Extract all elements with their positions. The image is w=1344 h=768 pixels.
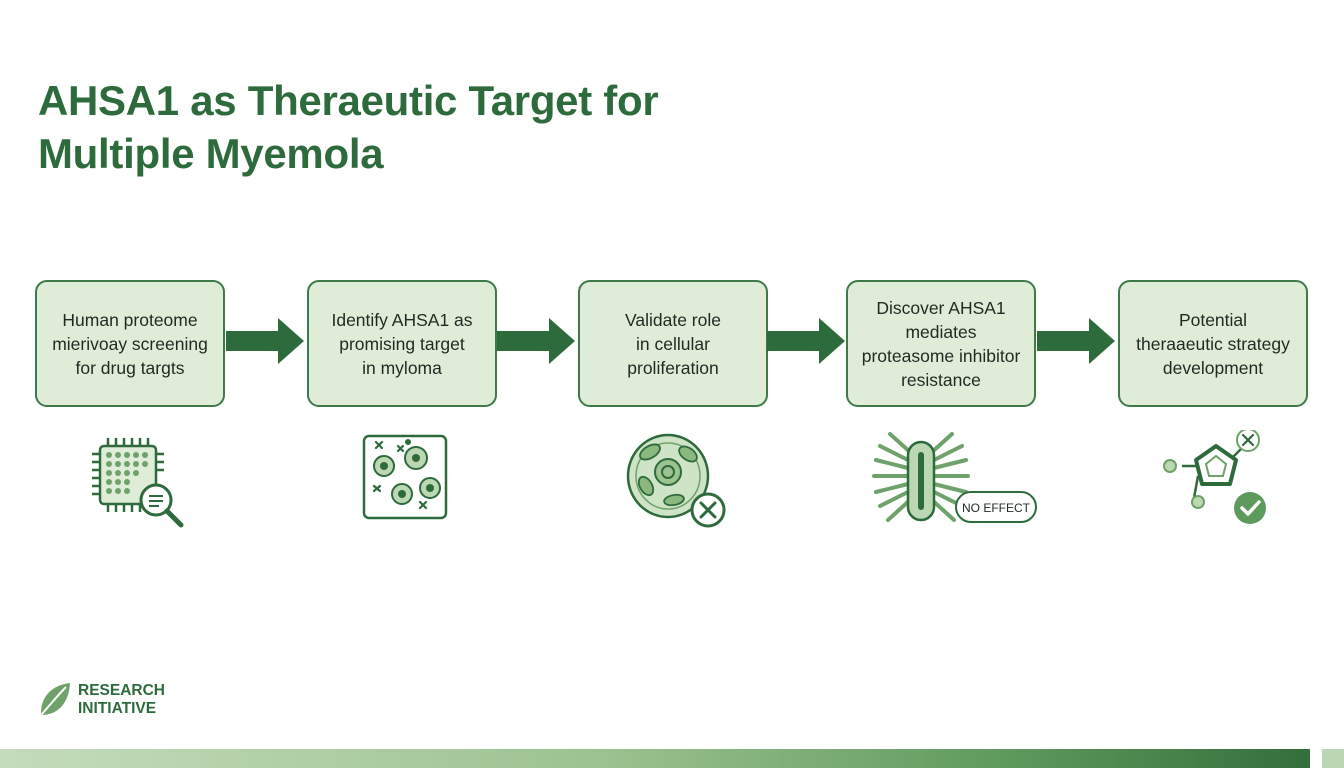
step-2-label: Identify AHSA1 as promising target in my… bbox=[331, 309, 473, 378]
molecule-check-icon bbox=[1163, 430, 1266, 524]
step-5-label: Potential theraaeutic strategy developme… bbox=[1136, 309, 1290, 378]
step-3-label: Validate role in cellular proliferation bbox=[625, 309, 721, 378]
step-2-box: Identify AHSA1 as promising target in my… bbox=[307, 280, 497, 407]
logo-label: RESEARCH INITIATIVE bbox=[78, 682, 165, 717]
flow-arrow-4 bbox=[1037, 318, 1115, 364]
step-5-box: Potential theraaeutic strategy developme… bbox=[1118, 280, 1308, 407]
page-title: AHSA1 as Theraeutic Target for Multiple … bbox=[38, 77, 659, 177]
step-4-box: Discover AHSA1 mediates proteasome inhib… bbox=[846, 280, 1036, 407]
step-4-label: Discover AHSA1 mediates proteasome inhib… bbox=[861, 297, 1021, 390]
step-1-label: Human proteome mierivoay screening for d… bbox=[52, 309, 208, 378]
leaf-icon bbox=[40, 683, 70, 716]
step-1-box: Human proteome mierivoay screening for d… bbox=[35, 280, 225, 407]
myeloma-cells-icon bbox=[362, 434, 448, 520]
step-3-box: Validate role in cellular proliferation bbox=[578, 280, 768, 407]
flow-arrow-3 bbox=[767, 318, 845, 364]
microarray-search-icon bbox=[92, 438, 184, 528]
flow-arrow-1 bbox=[226, 318, 304, 364]
resistant-cell-icon: NO EFFECT bbox=[872, 432, 1037, 523]
footer-bar-end bbox=[1322, 749, 1344, 768]
cell-inhibited-icon bbox=[626, 433, 726, 528]
no-effect-badge-label: NO EFFECT bbox=[962, 501, 1031, 515]
footer-gradient-bar bbox=[0, 749, 1344, 768]
research-initiative-logo: RESEARCH INITIATIVE bbox=[38, 681, 165, 719]
flow-arrow-2 bbox=[497, 318, 575, 364]
